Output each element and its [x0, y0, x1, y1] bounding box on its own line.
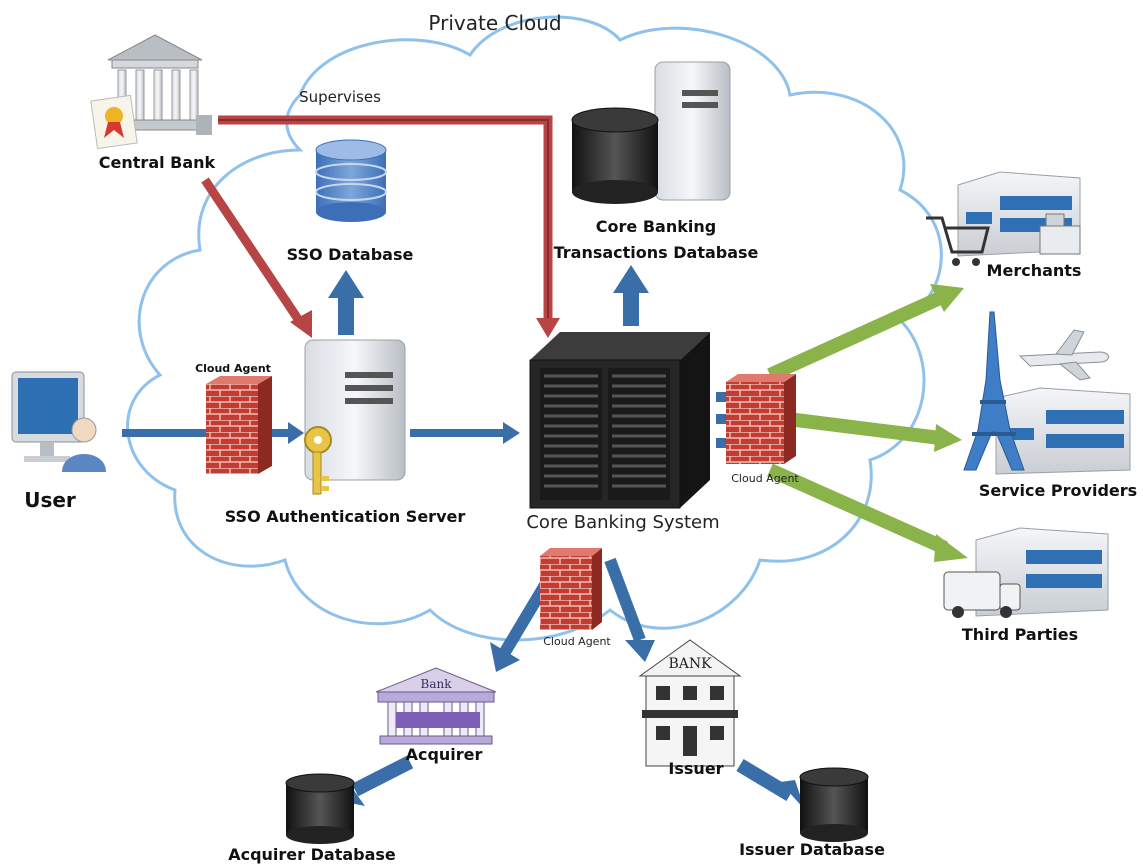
cloud-title: Private Cloud — [428, 11, 561, 35]
issuer-database-label: Issuer Database — [739, 840, 885, 859]
third-parties-label: Third Parties — [962, 625, 1078, 644]
core-system-node: Core Banking System — [526, 332, 720, 533]
central-bank-to-sso-arrow — [201, 177, 304, 325]
user-computer-icon — [11, 371, 106, 472]
core-db-label-line2: Transactions Database — [554, 243, 759, 262]
issuer-bank-sign: BANK — [668, 656, 712, 672]
central-bank-label: Central Bank — [99, 153, 216, 172]
core-to-db-arrow — [623, 290, 639, 326]
central-bank-icon — [90, 34, 212, 150]
acquirer-database-label: Acquirer Database — [228, 845, 396, 864]
service-providers-node: Service Providers — [963, 311, 1137, 500]
acquirer-node: Bank Acquirer — [375, 667, 497, 764]
ambulance-icon — [943, 571, 1021, 618]
building-icon — [995, 387, 1131, 475]
arrows — [122, 115, 968, 810]
core-to-merchants-arrow — [767, 291, 943, 382]
cloud-agent-bottom-label: Cloud Agent — [543, 635, 611, 648]
acquirer-database-node: Acquirer Database — [228, 773, 396, 864]
private-cloud: Private Cloud — [126, 11, 943, 642]
firewall-icon — [540, 548, 602, 630]
airplane-icon — [1018, 329, 1109, 381]
third-parties-node: Third Parties — [943, 527, 1109, 644]
eiffel-tower-icon — [963, 311, 1025, 471]
cloud-agent-right-node: Cloud Agent — [726, 374, 799, 485]
cloud-agent-bottom-node: Cloud Agent — [540, 548, 611, 648]
core-db-label-line1: Core Banking — [596, 217, 716, 236]
database-icon — [799, 767, 869, 842]
central-bank-node: Central Bank — [90, 34, 216, 172]
cloud-agent-left-node: Cloud Agent — [195, 362, 272, 474]
server-icon — [654, 61, 731, 201]
firewall-icon — [726, 374, 796, 464]
sso-database-node: SSO Database — [287, 139, 414, 264]
core-to-issuer-arrow — [604, 557, 646, 643]
sso-server-label: SSO Authentication Server — [225, 507, 466, 526]
core-to-service-providers-arrow — [779, 411, 941, 445]
core-system-label: Core Banking System — [526, 512, 719, 533]
issuer-database-node: Issuer Database — [739, 767, 885, 859]
issuer-label: Issuer — [668, 759, 723, 778]
merchants-node: Merchants — [926, 171, 1082, 280]
database-icon — [315, 139, 387, 222]
firewall-icon — [206, 376, 272, 474]
cloud-agent-right-label: Cloud Agent — [731, 472, 799, 485]
service-providers-label: Service Providers — [979, 481, 1137, 500]
cash-register-icon — [1039, 213, 1081, 255]
bank-building-icon: BANK — [638, 639, 742, 767]
issuer-node: BANK Issuer — [638, 639, 742, 778]
acquirer-label: Acquirer — [406, 745, 483, 764]
shopping-cart-icon — [926, 216, 990, 266]
core-to-third-parties-arrow — [767, 463, 948, 555]
sso-to-db-arrow — [338, 295, 354, 335]
key-icon — [304, 426, 332, 495]
database-icon — [571, 107, 659, 204]
cloud-agent-left-label: Cloud Agent — [195, 362, 271, 375]
issuer-to-db-arrow — [736, 758, 794, 802]
core-banking-database-node: Core Banking Transactions Database — [554, 61, 759, 262]
mainframe-icon — [529, 332, 710, 509]
merchants-label: Merchants — [987, 261, 1082, 280]
database-icon — [285, 773, 355, 844]
bank-building-icon: Bank — [375, 667, 497, 745]
user-node: User — [11, 371, 106, 512]
sso-database-label: SSO Database — [287, 245, 414, 264]
user-label: User — [24, 488, 76, 512]
acquirer-bank-sign: Bank — [421, 677, 453, 691]
supervises-label: Supervises — [299, 88, 381, 106]
acquirer-to-db-arrow — [351, 755, 414, 797]
sso-server-node: SSO Authentication Server — [225, 339, 466, 526]
